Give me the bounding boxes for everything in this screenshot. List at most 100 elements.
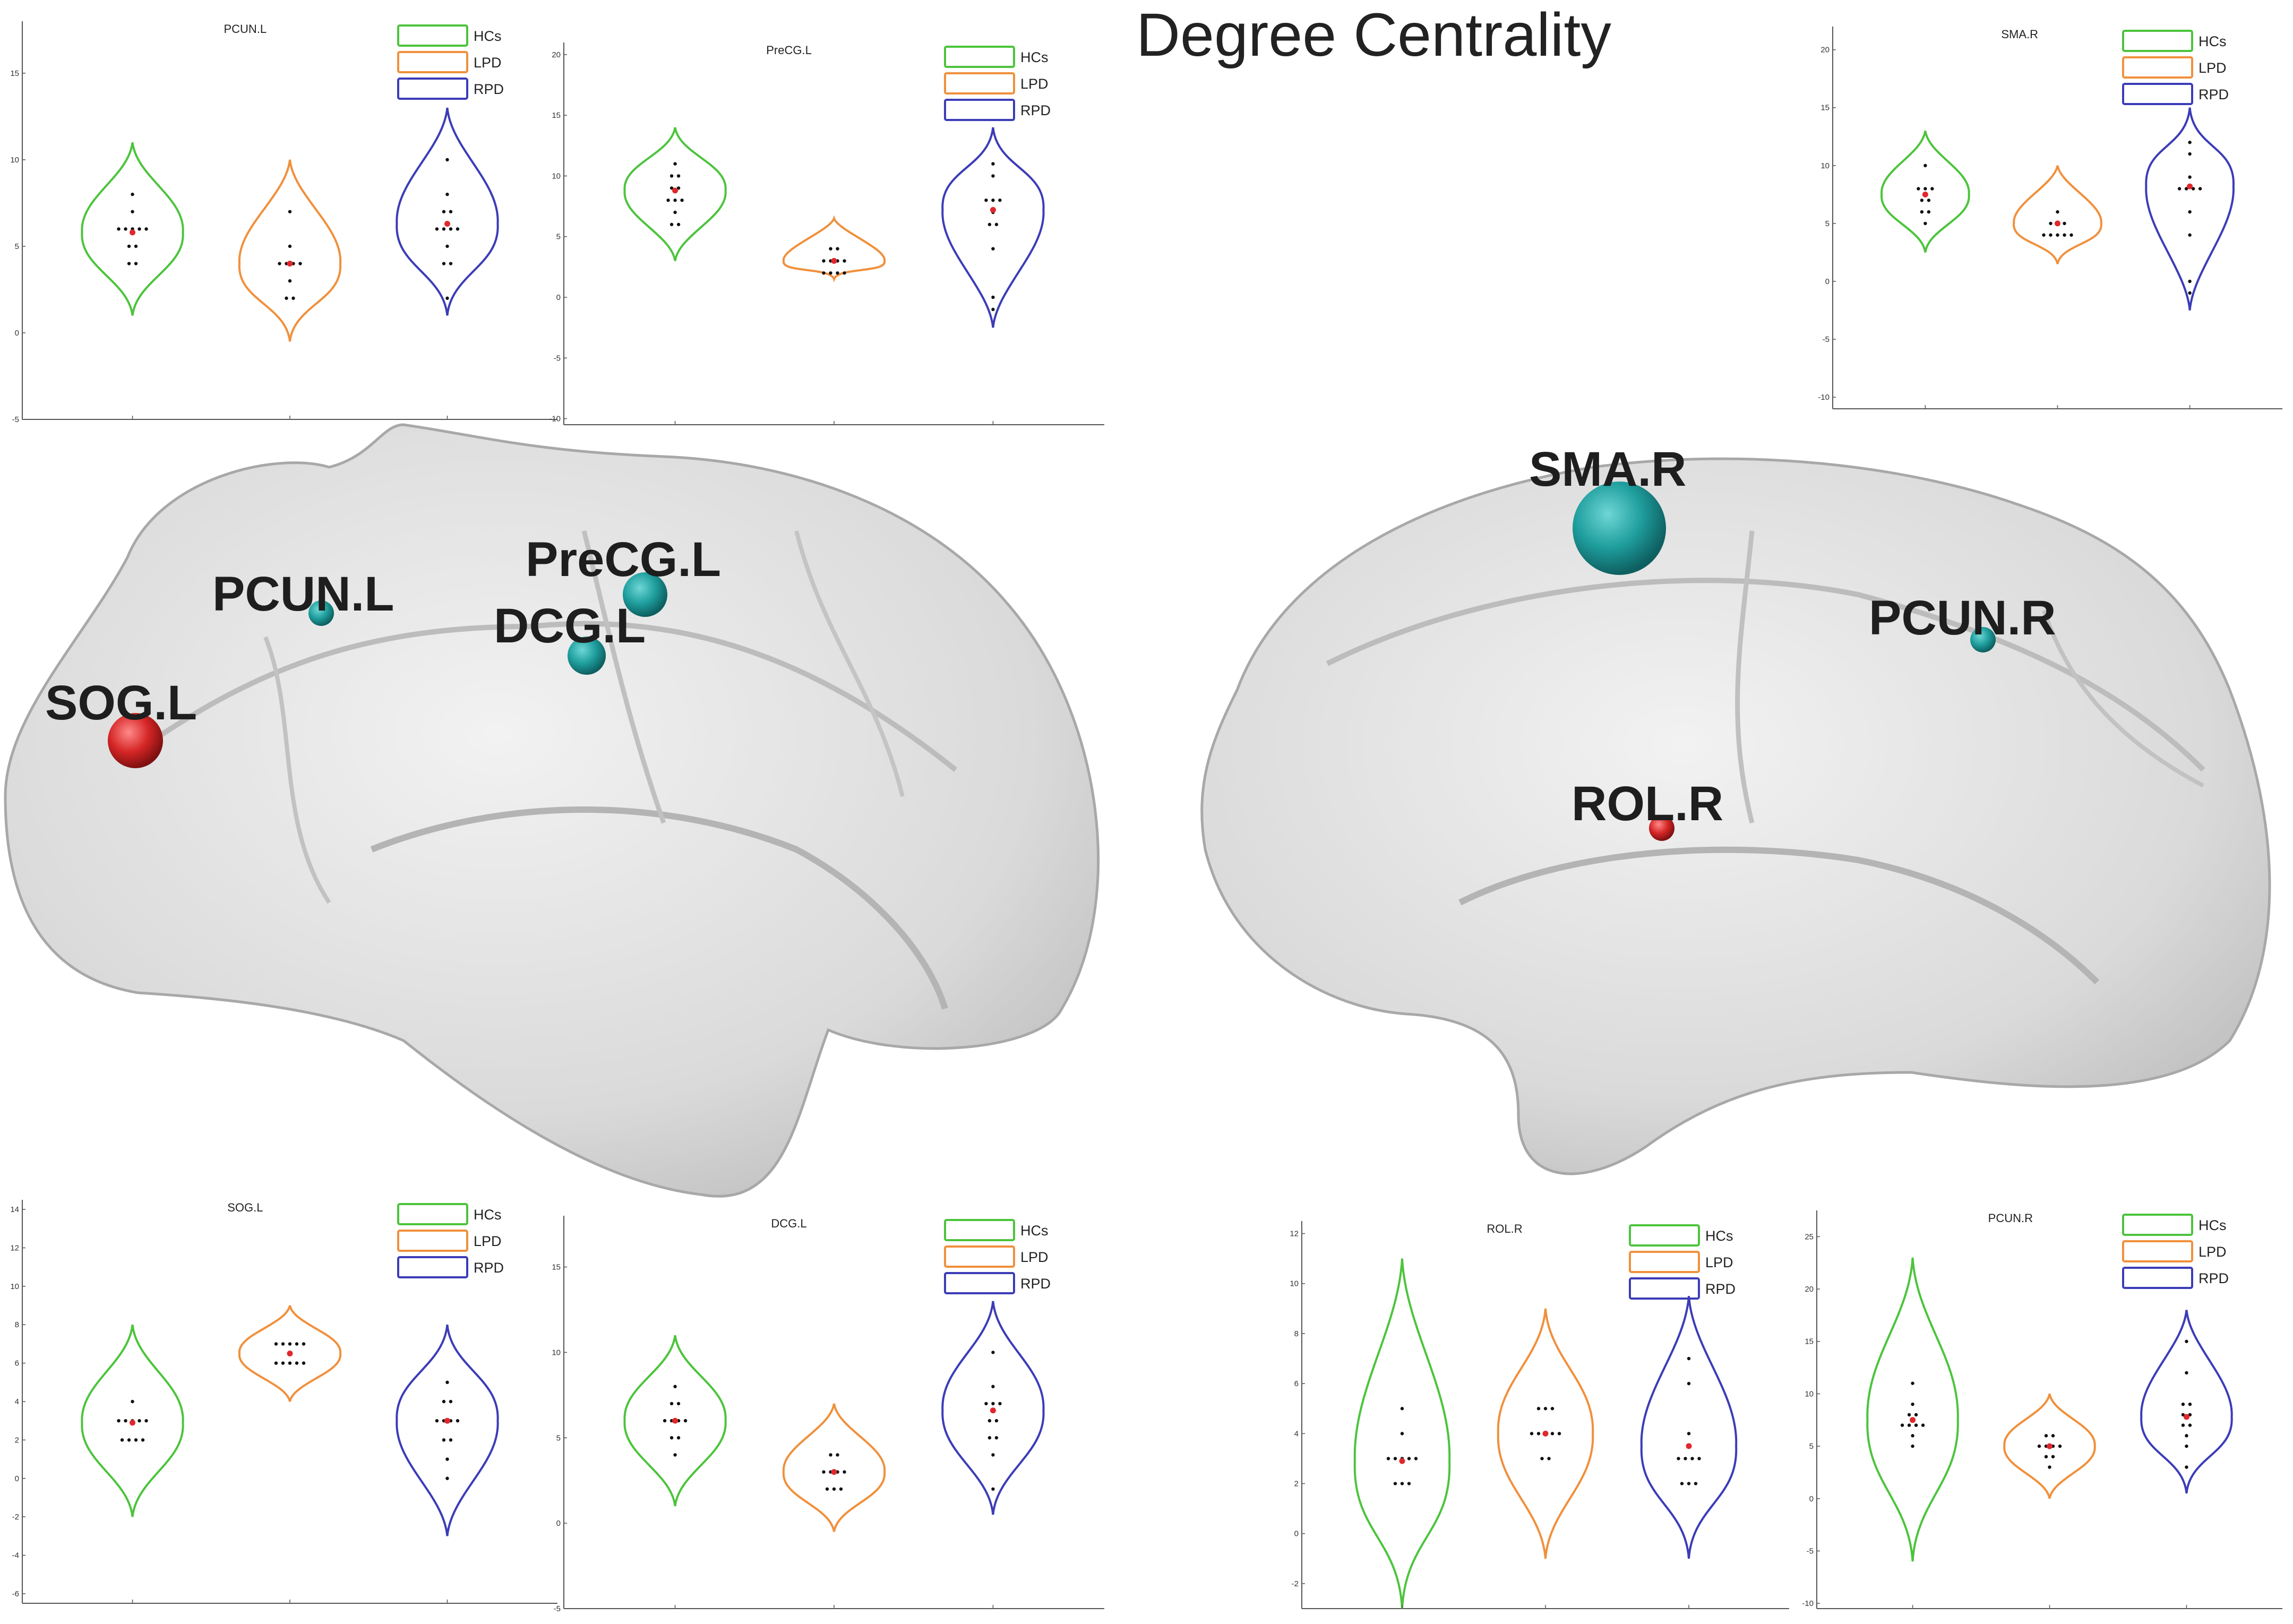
legend-label-lpd: LPD (474, 55, 502, 71)
y-tick-label: -5 (1807, 1546, 1814, 1556)
y-tick-label: 20 (1805, 1285, 1814, 1294)
y-tick-label: 10 (552, 171, 561, 181)
y-tick-label: 2 (15, 1436, 19, 1445)
data-point (295, 1342, 299, 1346)
data-point (2188, 279, 2192, 283)
data-point (141, 1438, 145, 1442)
data-point (295, 1361, 299, 1365)
data-point (288, 1361, 292, 1365)
data-point (127, 262, 131, 265)
data-point (1407, 1457, 1411, 1460)
data-point (138, 1419, 141, 1423)
violin-lpd (1497, 1308, 1594, 1559)
node-pcun-r (1970, 627, 1996, 652)
y-tick-label: -10 (1802, 1599, 1814, 1608)
data-point (1911, 1381, 1914, 1385)
y-tick-label: 5 (556, 233, 561, 242)
data-point (302, 1361, 306, 1365)
data-point (288, 210, 292, 213)
y-tick-label: 5 (1809, 1442, 1814, 1451)
data-point (2181, 1402, 2185, 1406)
data-point (442, 227, 446, 231)
data-point (2188, 1402, 2192, 1406)
panel-title: PCUN.R (1988, 1211, 2033, 1225)
data-point (991, 198, 995, 202)
y-tick-label: 10 (1290, 1279, 1299, 1288)
data-point (984, 198, 988, 202)
violin-rpd (941, 127, 1045, 328)
data-point (131, 1399, 134, 1404)
data-point (1907, 1423, 1911, 1427)
violin-rpd (396, 107, 499, 316)
data-point (445, 296, 449, 300)
label-pcun-r: PCUN.R (1869, 591, 2056, 645)
label-sog-l: SOG.L (45, 676, 197, 730)
data-point (1927, 199, 1931, 202)
data-point (1536, 1407, 1541, 1411)
legend-label-hcs: HCs (2198, 33, 2227, 49)
data-point (2049, 221, 2052, 226)
data-point (1393, 1457, 1397, 1460)
data-point (1543, 1407, 1548, 1411)
data-point (666, 198, 670, 202)
data-point (2185, 1339, 2188, 1343)
data-point (676, 222, 681, 227)
data-point (987, 1436, 992, 1440)
mean-marker (444, 221, 450, 227)
legend-label-hcs: HCs (1020, 1223, 1049, 1239)
y-tick-label: -6 (12, 1589, 19, 1599)
legend-swatch-rpd (944, 99, 1015, 121)
panel-title: SOG.L (227, 1201, 263, 1214)
y-tick-label: 15 (552, 111, 561, 120)
data-point (2051, 1455, 2055, 1459)
y-tick-label: 0 (556, 1519, 561, 1528)
y-tick-label: 0 (1825, 277, 1830, 286)
data-point (2056, 210, 2059, 214)
data-point (991, 1453, 995, 1457)
data-point (1680, 1482, 1684, 1485)
y-tick-label: 15 (10, 69, 19, 78)
mean-marker (2187, 183, 2193, 190)
data-point (1907, 1413, 1911, 1417)
data-point (669, 1436, 674, 1440)
legend-label-hcs: HCs (474, 1207, 502, 1223)
violin-rpd (2145, 107, 2235, 311)
data-point (127, 244, 131, 248)
data-point (1920, 210, 1924, 214)
data-point (2188, 140, 2192, 144)
data-point (822, 259, 826, 263)
panel-title: PreCG.L (766, 44, 812, 57)
data-point (680, 198, 684, 202)
y-tick-label: -2 (12, 1513, 19, 1522)
data-point (2185, 1444, 2188, 1448)
legend-swatch-rpd (2122, 83, 2193, 105)
data-point (2191, 187, 2195, 191)
violin-hcs (623, 1335, 727, 1507)
data-point (445, 1457, 449, 1461)
y-tick-label: 5 (1825, 219, 1830, 228)
data-point (1687, 1482, 1691, 1485)
mean-marker (990, 1407, 996, 1414)
legend-swatch-rpd (397, 78, 468, 100)
y-tick-label: 2 (1294, 1480, 1299, 1489)
data-point (445, 192, 449, 196)
data-point (2188, 210, 2192, 214)
data-point (302, 1342, 306, 1346)
data-point (822, 271, 826, 275)
data-point (987, 1419, 992, 1423)
legend-swatch-rpd (944, 1272, 1015, 1294)
legend-swatch-rpd (397, 1256, 468, 1278)
label-sma-r: SMA.R (1529, 442, 1686, 496)
data-point (998, 1402, 1002, 1406)
mean-marker (672, 187, 679, 194)
data-point (435, 1419, 439, 1423)
y-tick-label: -5 (12, 415, 19, 424)
violin-rpd (941, 1301, 1045, 1515)
legend-label-hcs: HCs (1020, 49, 1049, 65)
label-rol-r: ROL.R (1571, 777, 1723, 831)
violin-hcs (1866, 1257, 1959, 1562)
data-point (669, 1402, 674, 1406)
mean-marker (444, 1417, 450, 1424)
